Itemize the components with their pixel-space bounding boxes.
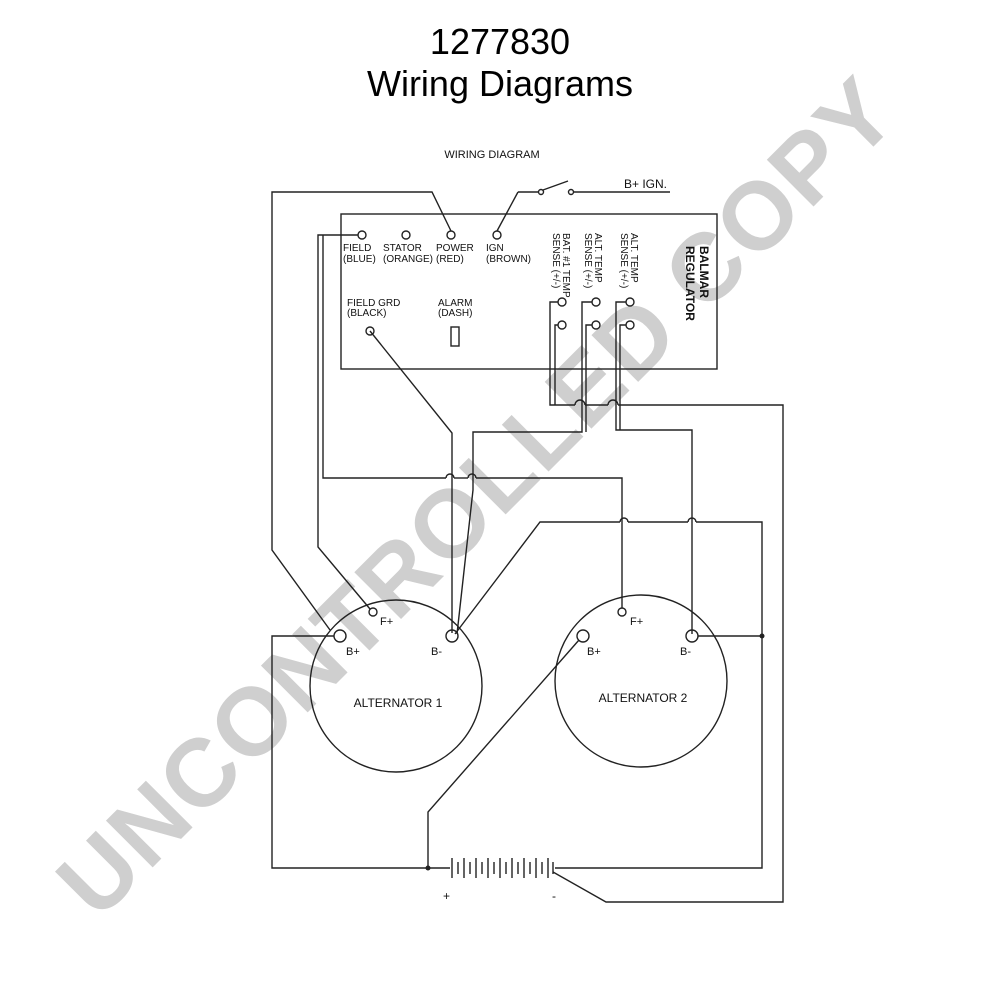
page-title: Wiring Diagrams xyxy=(366,63,634,104)
regulator-name-line1: BALMAR xyxy=(697,246,711,298)
switch-contact-b xyxy=(567,188,575,196)
alt1-b-minus-label: B- xyxy=(431,646,442,658)
diagram-caption: WIRING DIAGRAM xyxy=(444,149,539,161)
terminal-field xyxy=(357,230,367,240)
bat-sense-wire-a xyxy=(549,301,575,406)
alt1-sense-wire-b xyxy=(585,324,592,432)
junction-neg xyxy=(759,633,765,639)
switch-blade xyxy=(542,180,569,191)
label-alt-temp-2: ALT. TEMP xyxy=(628,233,639,283)
alt2-name: ALTERNATOR 2 xyxy=(599,691,688,705)
terminal-field-grd xyxy=(365,326,375,336)
terminal-power xyxy=(446,230,456,240)
label-field-grd: FIELD GRD xyxy=(347,298,400,309)
sense-jump-2 xyxy=(607,399,619,406)
alt2-negative-wire xyxy=(555,635,763,869)
regulator-name-line2: REGULATOR xyxy=(683,246,697,321)
alt2-b-minus-label: B- xyxy=(680,646,691,658)
field-wire-branch xyxy=(322,235,446,479)
part-number: 1277830 xyxy=(429,21,571,62)
bat-sense-to-battery xyxy=(552,404,784,903)
field-wire-branch-3 xyxy=(476,477,623,608)
label-alt-temp-1: ALT. TEMP xyxy=(592,233,603,283)
watermark: UNCONTROLLED COPY xyxy=(37,57,917,937)
ign-wire xyxy=(496,191,519,232)
battery xyxy=(428,858,554,878)
alt1-positive-wire xyxy=(271,635,428,869)
label-power: POWER xyxy=(436,243,474,254)
field-wire-jump-1 xyxy=(445,473,455,479)
alt2-positive-wire xyxy=(427,639,580,868)
alt1-f-plus-label: F+ xyxy=(380,616,393,628)
field-ground-wire xyxy=(369,330,453,633)
label-ign: IGN xyxy=(486,243,504,254)
title-block: 1277830 Wiring Diagrams xyxy=(0,22,1000,106)
label-bat-temp-sense: SENSE (+/-) xyxy=(550,233,561,288)
alt1-b-plus-label: B+ xyxy=(346,646,360,658)
alternator-1 xyxy=(309,599,483,773)
terminal-ign xyxy=(492,230,502,240)
alt1-f-plus-terminal xyxy=(368,607,378,617)
label-alarm-sub: (DASH) xyxy=(438,308,472,319)
neg-interconnect xyxy=(454,521,620,635)
alt1-name: ALTERNATOR 1 xyxy=(354,696,443,710)
neg-jump-1 xyxy=(619,517,629,523)
field-wire-jump-2 xyxy=(467,473,477,479)
alternator-2 xyxy=(554,594,728,768)
sense-jump-1 xyxy=(574,399,586,406)
battery-minus-label: - xyxy=(552,889,556,903)
alt2-sense-wire-b xyxy=(619,324,626,430)
label-ign-color: (BROWN) xyxy=(486,254,531,265)
alt1-sense-wire xyxy=(456,301,592,635)
alt2-b-plus-terminal xyxy=(576,629,590,643)
bat-sense-wire-b xyxy=(554,324,558,405)
regulator-box xyxy=(340,213,718,370)
terminal-bat-temp-b xyxy=(557,320,567,330)
alt2-f-plus-terminal xyxy=(617,607,627,617)
label-alt-temp-1-sense: SENSE (+/-) xyxy=(582,233,593,288)
power-wire xyxy=(271,191,452,631)
ign-label: B+ IGN. xyxy=(624,177,667,191)
label-stator-color: (ORANGE) xyxy=(383,254,433,265)
label-bat-temp: BAT. #1 TEMP xyxy=(560,233,571,298)
label-field: FIELD xyxy=(343,243,371,254)
label-alarm: ALARM xyxy=(438,298,472,309)
alt2-f-plus-label: F+ xyxy=(630,616,643,628)
label-alt-temp-2-sense: SENSE (+/-) xyxy=(618,233,629,288)
label-field-color: (BLUE) xyxy=(343,254,376,265)
label-power-color: (RED) xyxy=(436,254,464,265)
terminal-stator xyxy=(401,230,411,240)
label-field-grd-color: (BLACK) xyxy=(347,308,386,319)
alt1-b-minus-terminal xyxy=(445,629,459,643)
neg-jump-2 xyxy=(687,517,697,523)
alarm-indicator xyxy=(450,326,460,347)
terminal-bat-temp-a xyxy=(557,297,567,307)
neg-interconnect-3 xyxy=(696,521,763,636)
alt2-b-plus-label: B+ xyxy=(587,646,601,658)
field-wire xyxy=(317,234,371,610)
label-stator: STATOR xyxy=(383,243,422,254)
battery-plus-label: + xyxy=(443,889,450,903)
switch-contact-a xyxy=(537,188,545,196)
alt2-sense-wire xyxy=(615,301,693,634)
